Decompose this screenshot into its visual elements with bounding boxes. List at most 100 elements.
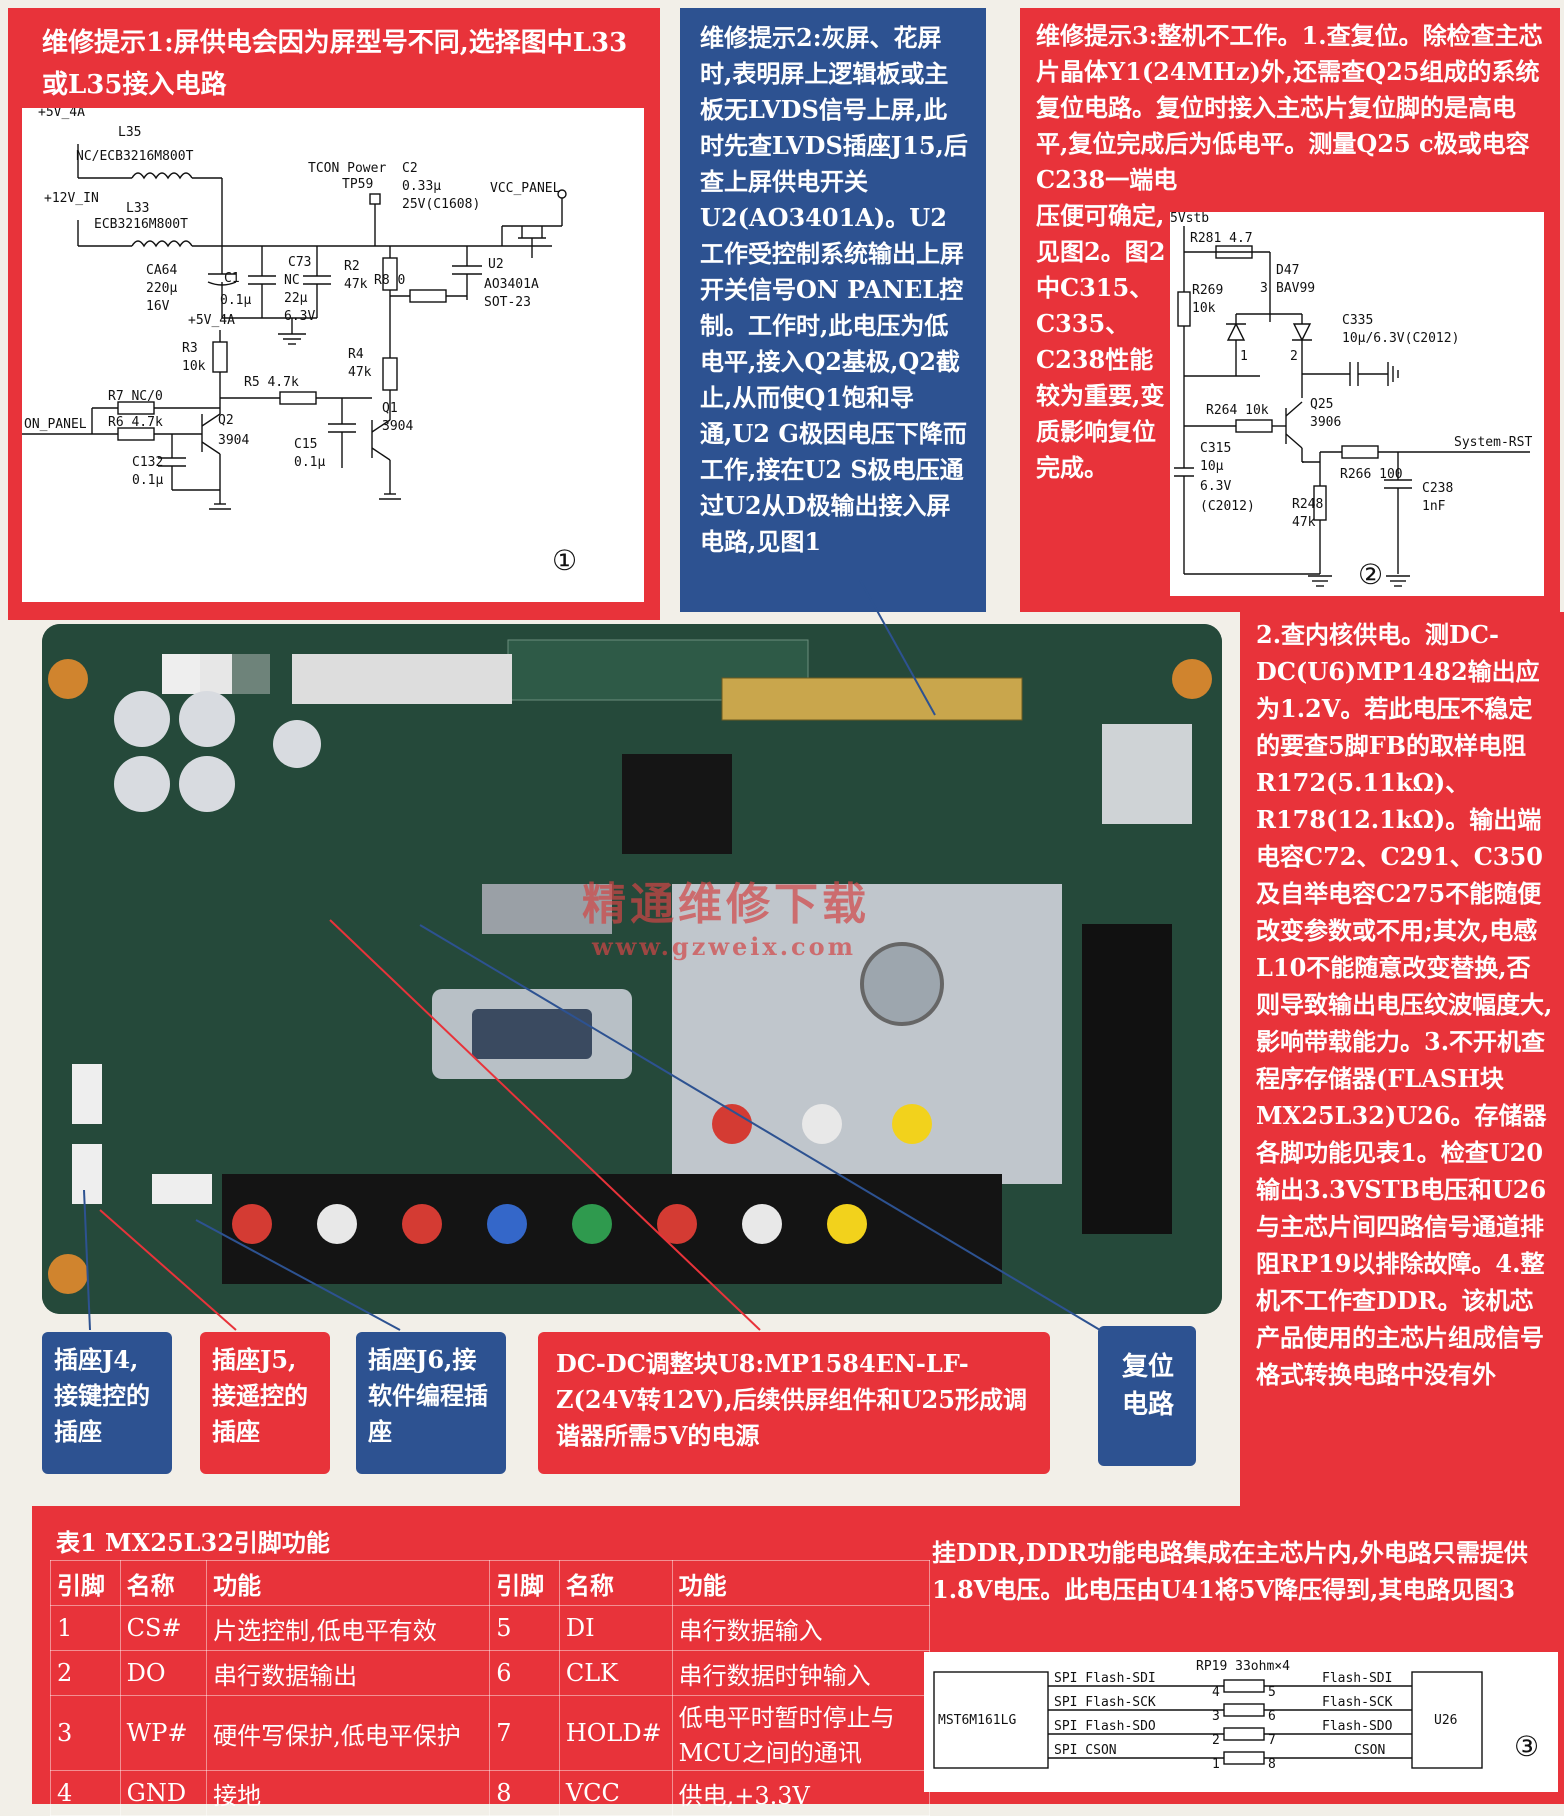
c3-f4: CSON bbox=[1354, 1743, 1385, 1758]
c1-q2: Q2 bbox=[218, 413, 234, 428]
c1-tcon: TCON Power bbox=[308, 161, 386, 176]
c3-rp19: RP19 33ohm×4 bbox=[1196, 1659, 1290, 1674]
c3-pr2: 6 bbox=[1268, 1709, 1276, 1724]
c1-v5: +5V_4A bbox=[38, 108, 85, 120]
c2-c238: C238 bbox=[1422, 481, 1453, 496]
bottom-text: 挂DDR,DDR功能电路集成在主芯片内,外电路只需提供1.8V电压。此电压由U4… bbox=[932, 1538, 1528, 1604]
circuit-1-diagram: +5V_4A L35 NC/ECB3216M800T +12V_IN L33 E… bbox=[22, 105, 644, 602]
label-u8-text: DC-DC调整块U8:MP1584EN-LF-Z(24V转12V),后续供屏组件… bbox=[556, 1349, 1027, 1450]
c3-u26: U26 bbox=[1434, 1713, 1457, 1728]
c1-r4v: 47k bbox=[348, 365, 372, 380]
tip2-panel: 维修提示2:灰屏、花屏时,表明屏上逻辑板或主板无LVDS信号上屏,此时先查LVD… bbox=[680, 8, 986, 612]
right-column-panel: 2.查内核供电。测DC-DC(U6)MP1482输出应为1.2V。若此电压不稳定… bbox=[1240, 612, 1564, 1542]
c2-p3: 3 bbox=[1260, 281, 1268, 296]
pin-table: 引脚 名称 功能 引脚 名称 功能 1 CS# 片选控制,低电平有效 5 DI … bbox=[50, 1560, 931, 1816]
c2-c315b: 6.3V bbox=[1200, 479, 1231, 494]
table-cell: 供电,+3.3V bbox=[671, 1770, 931, 1816]
c1-r2v: 47k bbox=[344, 277, 368, 292]
c1-onp: ON_PANEL bbox=[24, 417, 87, 432]
c2-r266: R266 100 bbox=[1340, 467, 1403, 482]
table-cell: 5 bbox=[489, 1605, 560, 1651]
table-cell: 1 bbox=[50, 1605, 121, 1651]
c1-u2p: AO3401A bbox=[484, 277, 539, 292]
c1-c73c: 6.3V bbox=[284, 309, 315, 324]
tip3-side: 压便可确定,见图2。图2中C315、C335、C238性能较为重要,变质影响复位… bbox=[1036, 201, 1166, 482]
c1-c73b: 22μ bbox=[284, 291, 308, 306]
table-cell: 硬件写保护,低电平保护 bbox=[206, 1695, 491, 1771]
table-cell: CS# bbox=[119, 1605, 208, 1651]
table-cell: 片选控制,低电平有效 bbox=[206, 1605, 491, 1651]
c2-bav: BAV99 bbox=[1276, 281, 1315, 296]
c3-pl1: 4 bbox=[1212, 1685, 1220, 1700]
label-reset: 复位电路 bbox=[1098, 1326, 1196, 1466]
c3-s1: SPI Flash-SDI bbox=[1054, 1671, 1156, 1686]
c1-c73a: NC bbox=[284, 273, 300, 288]
c3-s2: SPI Flash-SCK bbox=[1054, 1695, 1156, 1710]
c2-p2: 2 bbox=[1290, 349, 1298, 364]
c3-f2: Flash-SCK bbox=[1322, 1695, 1393, 1710]
right-column-text: 2.查内核供电。测DC-DC(U6)MP1482输出应为1.2V。若此电压不稳定… bbox=[1256, 620, 1553, 1389]
c1-c132: C132 bbox=[132, 455, 163, 470]
table-cell: GND bbox=[119, 1770, 208, 1816]
c1-ca64v: 220μ bbox=[146, 281, 177, 296]
c1-vccp: VCC_PANEL bbox=[490, 181, 561, 196]
c2-r281: R281 4.7 bbox=[1190, 231, 1253, 246]
c1-r7: R7 NC/0 bbox=[108, 389, 163, 404]
c2-num: ② bbox=[1358, 558, 1383, 591]
c2-d47: D47 bbox=[1276, 263, 1299, 278]
label-j6-text: 插座J6,接软件编程插座 bbox=[368, 1345, 488, 1446]
table-cell: VCC bbox=[558, 1770, 673, 1816]
c3-pr4: 8 bbox=[1268, 1757, 1276, 1772]
c2-r248: R248 bbox=[1292, 497, 1323, 512]
c3-f3: Flash-SDO bbox=[1322, 1719, 1393, 1734]
c3-pr1: 5 bbox=[1268, 1685, 1276, 1700]
c1-ca64: CA64 bbox=[146, 263, 177, 278]
c2-c315a: 10μ bbox=[1200, 459, 1224, 474]
table-row: 2 DO 串行数据输出 6 CLK 串行数据时钟输入 bbox=[50, 1650, 931, 1696]
table-cell: 3 bbox=[50, 1695, 121, 1771]
c3-num: ③ bbox=[1514, 1730, 1539, 1763]
circuit-3-diagram: MST6M161LG RP19 33ohm×4 U26 SPI Flash-SD… bbox=[924, 1652, 1558, 1792]
c1-c15: C15 bbox=[294, 437, 317, 452]
c1-c132v: 0.1μ bbox=[132, 473, 163, 488]
c1-c73: C73 bbox=[288, 255, 311, 270]
table-cell: 串行数据输入 bbox=[671, 1605, 931, 1651]
c2-q25p: 3906 bbox=[1310, 415, 1341, 430]
th-pin-1: 引脚 bbox=[50, 1560, 121, 1606]
bottom-panel: 表1 MX25L32引脚功能 引脚 名称 功能 引脚 名称 功能 1 CS# 片… bbox=[32, 1506, 1564, 1816]
watermark-line2: www.gzweix.com bbox=[592, 932, 857, 961]
c3-pr3: 7 bbox=[1268, 1733, 1276, 1748]
circuit-2-diagram: 5Vstb R281 4.7 D47 BAV99 R269 10k 3 1 2 … bbox=[1170, 211, 1544, 596]
table-cell: WP# bbox=[119, 1695, 208, 1771]
c3-f1: Flash-SDI bbox=[1322, 1671, 1392, 1686]
c3-s3: SPI Flash-SDO bbox=[1054, 1719, 1156, 1734]
table-cell: DI bbox=[558, 1605, 673, 1651]
c2-c315: C315 bbox=[1200, 441, 1231, 456]
table-cell: DO bbox=[119, 1650, 208, 1696]
label-j6: 插座J6,接软件编程插座 bbox=[356, 1332, 506, 1474]
c3-pl2: 3 bbox=[1212, 1709, 1220, 1724]
table-cell: HOLD# bbox=[558, 1695, 673, 1771]
c2-r269v: 10k bbox=[1192, 301, 1216, 316]
c1-num: ① bbox=[552, 544, 577, 577]
c2-c335v: 10μ/6.3V(C2012) bbox=[1342, 331, 1459, 346]
th-name-2: 名称 bbox=[558, 1560, 673, 1606]
c2-q25: Q25 bbox=[1310, 397, 1333, 412]
c1-q1: Q1 bbox=[382, 401, 398, 416]
table-cell: 串行数据时钟输入 bbox=[671, 1650, 931, 1696]
c3-s4: SPI CSON bbox=[1054, 1743, 1117, 1758]
c3-pl3: 2 bbox=[1212, 1733, 1220, 1748]
c2-p1: 1 bbox=[1240, 349, 1248, 364]
label-j5-text: 插座J5,接遥控的插座 bbox=[212, 1345, 308, 1446]
table-cell: 7 bbox=[489, 1695, 560, 1771]
c3-pl4: 1 bbox=[1212, 1757, 1220, 1772]
table-cell: 串行数据输出 bbox=[206, 1650, 491, 1696]
th-func-1: 功能 bbox=[206, 1560, 491, 1606]
c1-r8: R8 0 bbox=[374, 273, 405, 288]
label-j4-text: 插座J4,接键控的插座 bbox=[54, 1345, 150, 1446]
label-j5: 插座J5,接遥控的插座 bbox=[200, 1332, 330, 1474]
pcb-photo: 精通维修下载 www.gzweix.com bbox=[42, 624, 1222, 1314]
table-row: 3 WP# 硬件写保护,低电平保护 7 HOLD# 低电平时暂时停止与MCU之间… bbox=[50, 1695, 931, 1771]
c1-r3v: 10k bbox=[182, 359, 206, 374]
label-u8: DC-DC调整块U8:MP1584EN-LF-Z(24V转12V),后续供屏组件… bbox=[538, 1332, 1050, 1474]
